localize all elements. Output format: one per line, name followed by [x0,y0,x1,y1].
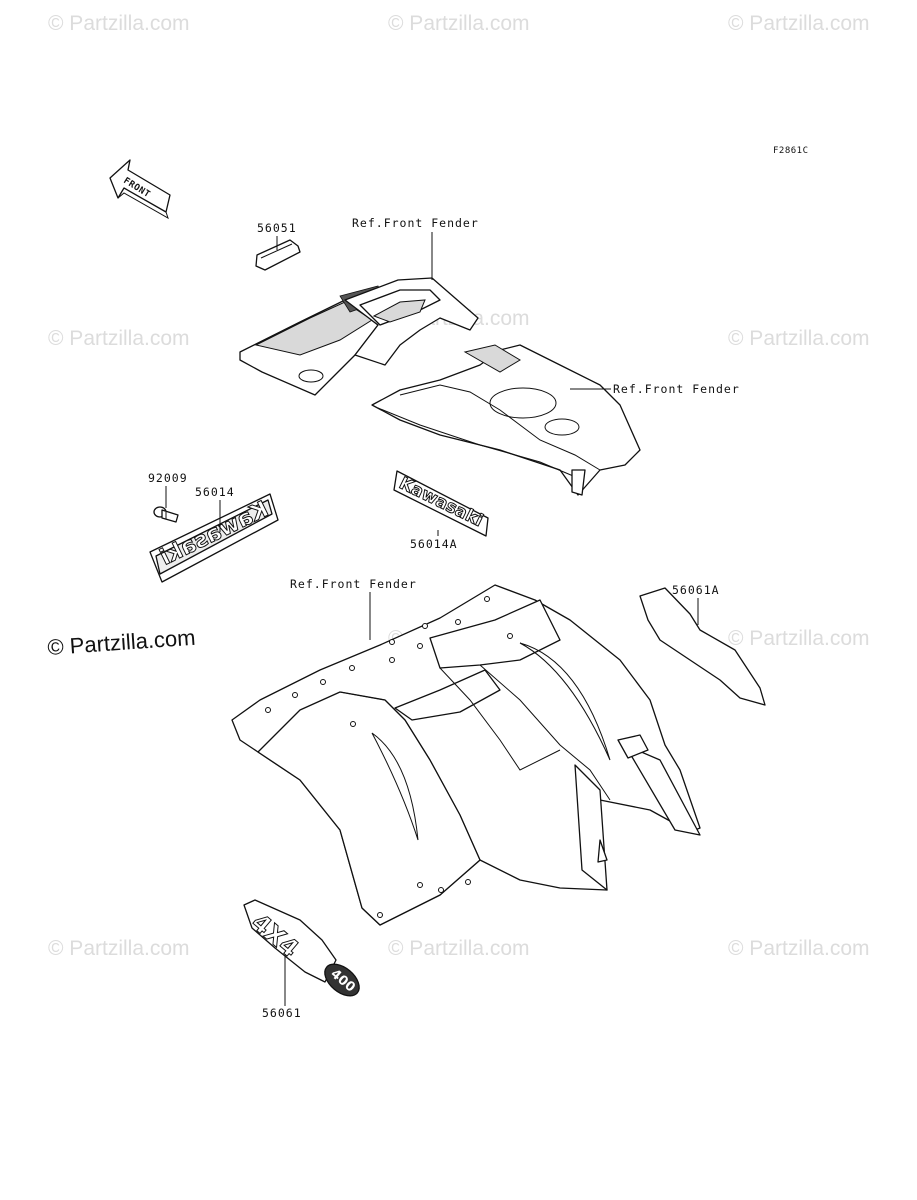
callout-ref-front-fender-rear: Ref.Front Fender [290,577,417,591]
watermark: © Partzilla.com [728,627,870,650]
watermark-main: © Partzilla.com [47,625,197,660]
watermark: © Partzilla.com [728,937,870,960]
diagram-id: F2861C [773,146,809,156]
decal-56061-4x4-400: 4X4 400 [243,899,360,997]
watermark: © Partzilla.com [728,327,870,350]
mounting-holes [265,596,513,918]
decal-56014-kawasaki: Kawasaki [149,493,279,583]
watermark: © Partzilla.com [48,327,190,350]
callout-56014A: 56014A [410,537,458,551]
callout-92009: 92009 [148,471,188,485]
callout-56061A: 56061A [672,583,720,597]
rear-fender [231,584,701,926]
callout-ref-front-fender-top: Ref.Front Fender [352,216,479,230]
callout-ref-front-fender-right: Ref.Front Fender [613,382,740,396]
kawasaki-mirror-text: Kawasaki [156,497,272,571]
kawasaki-text: Kawasaki [396,474,486,532]
decal-56014A-kawasaki: Kawasaki [393,470,489,537]
upper-front-fender [239,277,641,496]
callout-56051: 56051 [257,221,297,235]
front-arrow-icon: FRONT [109,159,171,220]
screw-92009 [153,506,179,523]
watermark: © Partzilla.com [48,937,190,960]
callout-56014: 56014 [195,485,235,499]
watermark: © Partzilla.com [388,12,530,35]
decal-56051 [255,239,301,271]
decal-56061A [639,587,766,706]
watermark: © Partzilla.com [728,12,870,35]
callout-56061: 56061 [262,1006,302,1020]
watermark: © Partzilla.com [388,937,530,960]
watermark: © Partzilla.com [48,12,190,35]
